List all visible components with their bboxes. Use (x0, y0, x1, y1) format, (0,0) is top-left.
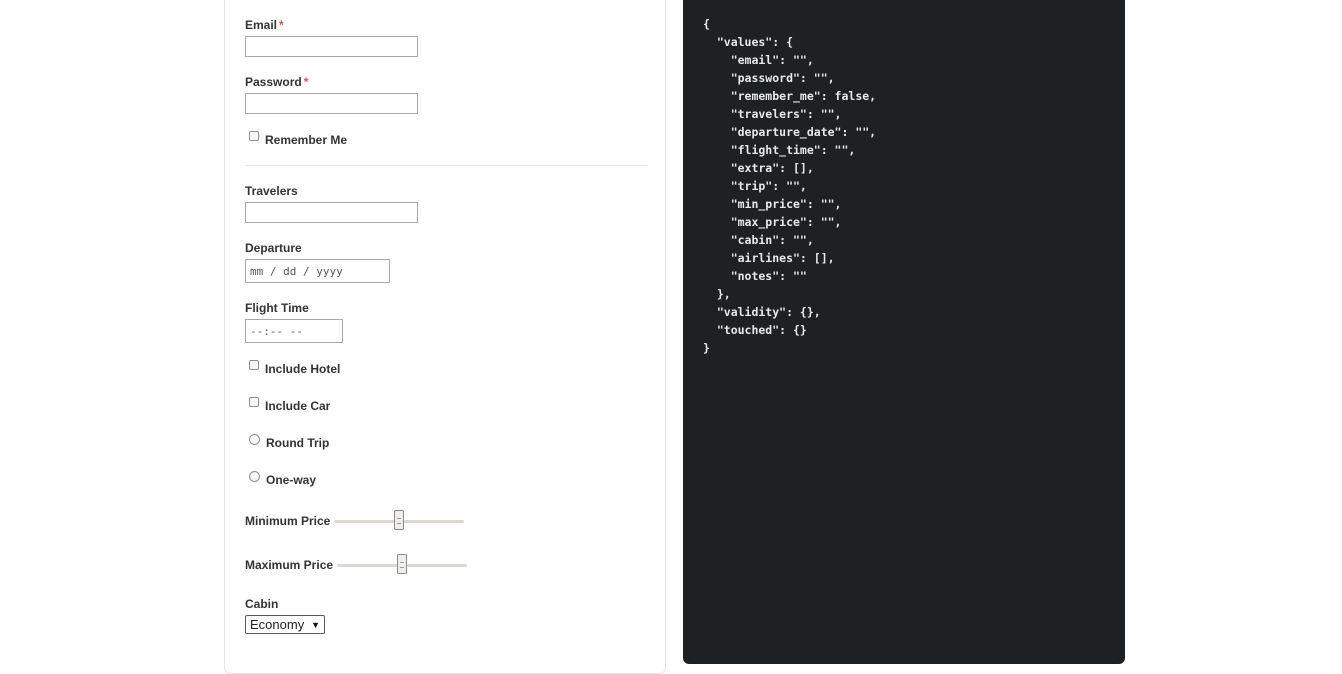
cabin-field-group: Cabin Economy ▼ (245, 597, 325, 634)
include-car-checkbox[interactable] (249, 397, 259, 407)
include-car-row[interactable]: Include Car (245, 397, 331, 413)
one-way-label: One-way (266, 473, 317, 487)
email-field-group: Email* (245, 18, 418, 57)
include-car-label: Include Car (265, 399, 331, 413)
departure-label: Departure (245, 241, 302, 255)
json-output-text: { "values": { "email": "", "password": "… (703, 17, 877, 355)
remember-me-checkbox[interactable] (249, 131, 259, 141)
email-label: Email* (245, 18, 284, 32)
round-trip-label: Round Trip (266, 436, 330, 450)
cabin-label: Cabin (245, 597, 279, 611)
email-required-mark: * (279, 18, 284, 32)
one-way-row[interactable]: One-way (245, 471, 317, 487)
flight-time-field-group: Flight Time --:-- -- (245, 301, 343, 343)
min-price-row: Minimum Price (245, 506, 465, 530)
max-price-slider[interactable] (337, 554, 468, 576)
min-price-label: Minimum Price (245, 514, 331, 528)
chevron-down-icon: ▼ (311, 619, 320, 630)
include-hotel-row[interactable]: Include Hotel (245, 360, 341, 376)
email-input[interactable] (245, 36, 418, 57)
min-price-slider[interactable] (334, 510, 465, 532)
round-trip-radio[interactable] (249, 434, 260, 445)
travelers-label: Travelers (245, 184, 298, 198)
departure-field-group: Departure mm / dd / yyyy (245, 241, 390, 283)
include-hotel-label: Include Hotel (265, 362, 341, 376)
password-field-group: Password* (245, 75, 418, 114)
cabin-selected-value: Economy (250, 617, 305, 632)
form-panel: Email* Password* Remember Me Travelers D… (224, 0, 666, 674)
max-price-slider-thumb[interactable] (397, 554, 408, 574)
departure-date-input[interactable]: mm / dd / yyyy (245, 259, 390, 283)
flight-time-placeholder: --:-- -- (250, 324, 303, 338)
max-price-row: Maximum Price (245, 550, 468, 574)
remember-me-label: Remember Me (265, 133, 348, 147)
include-hotel-checkbox[interactable] (249, 360, 259, 370)
round-trip-row[interactable]: Round Trip (245, 434, 330, 450)
password-input[interactable] (245, 93, 418, 114)
flight-time-input[interactable]: --:-- -- (245, 319, 343, 343)
cabin-select[interactable]: Economy ▼ (245, 615, 325, 634)
password-required-mark: * (303, 75, 309, 89)
travelers-field-group: Travelers (245, 184, 418, 223)
departure-date-placeholder: mm / dd / yyyy (250, 264, 343, 278)
json-output-panel: { "values": { "email": "", "password": "… (683, 0, 1125, 664)
one-way-radio[interactable] (249, 471, 260, 482)
section-divider (245, 165, 648, 166)
remember-me-row[interactable]: Remember Me (245, 131, 348, 147)
max-price-label: Maximum Price (245, 558, 334, 572)
flight-time-label: Flight Time (245, 301, 309, 315)
password-label: Password* (245, 75, 309, 89)
min-price-slider-thumb[interactable] (394, 510, 405, 530)
travelers-input[interactable] (245, 202, 418, 223)
